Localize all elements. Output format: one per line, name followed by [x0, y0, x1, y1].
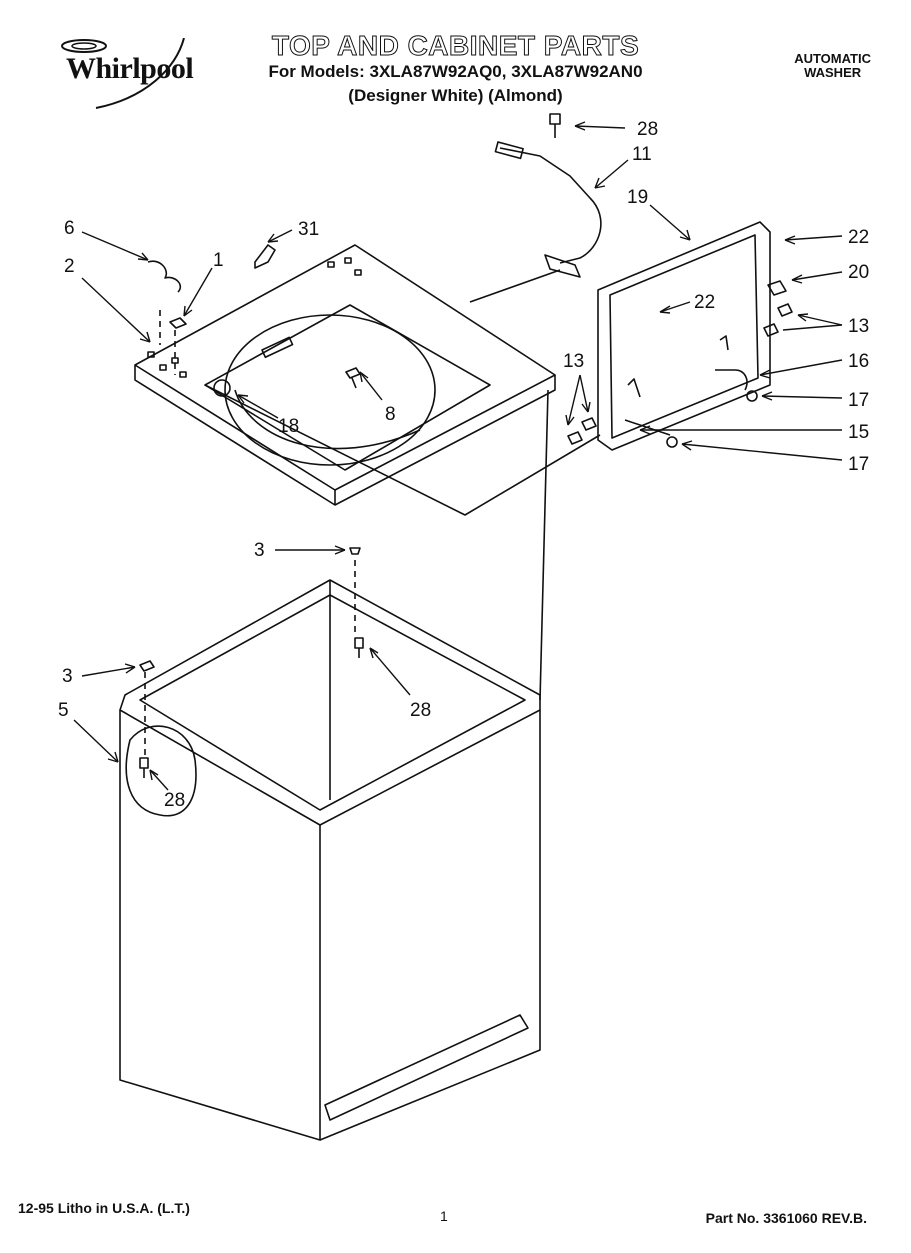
callout-11: 11 — [632, 144, 652, 165]
callout-31: 31 — [298, 219, 319, 240]
screw-part-28-back — [354, 637, 364, 658]
product-type: AUTOMATIC WASHER — [794, 52, 871, 80]
callout-22-right: 22 — [848, 227, 869, 248]
colors-line: (Designer White) (Almond) — [348, 86, 563, 105]
litho-note: 12-95 Litho in U.S.A. (L.T.) — [18, 1200, 190, 1216]
callout-28-front: 28 — [164, 790, 185, 811]
screw-part-8 — [345, 367, 361, 389]
callout-1: 1 — [213, 250, 224, 271]
console-frame-part-19 — [597, 221, 771, 451]
cabinet-top-panel — [134, 244, 556, 491]
screw-part-13-a — [777, 303, 793, 317]
callout-17-upper: 17 — [848, 390, 869, 411]
rod-part-16 — [715, 369, 748, 391]
product-type-line1: AUTOMATIC — [794, 51, 871, 66]
page-number: 1 — [440, 1208, 448, 1224]
screw-part-13-c — [567, 431, 583, 445]
brand-logo: Whirlpool — [66, 52, 194, 85]
screw-part-28-top — [549, 113, 561, 138]
part-number: Part No. 3361060 REV.B. — [705, 1210, 867, 1226]
screw-part-28-front — [139, 757, 149, 778]
callout-15: 15 — [848, 422, 869, 443]
clip-part-3-lower — [139, 660, 155, 672]
models-line: For Models: 3XLA87W92AQ0, 3XLA87W92AN0 — [268, 62, 643, 81]
bracket-part-20 — [767, 280, 787, 296]
callout-18: 18 — [278, 416, 299, 437]
clip-part-6 — [147, 260, 182, 293]
clip-part-3-upper — [349, 547, 361, 555]
whirlpool-logo-swoosh-icon — [61, 38, 185, 109]
callout-3-lower: 3 — [62, 666, 73, 687]
callout-6: 6 — [64, 218, 75, 239]
callout-22-left: 22 — [694, 292, 715, 313]
callout-5: 5 — [58, 700, 69, 721]
page-title: TOP AND CABINET PARTS — [271, 30, 640, 62]
bumper-part-18 — [213, 379, 231, 397]
toe-panel — [324, 1014, 529, 1121]
cutaway-detail — [125, 725, 197, 817]
callout-13-right: 13 — [848, 316, 869, 337]
callout-8: 8 — [385, 404, 396, 425]
cap-part-17-a — [746, 390, 758, 402]
lid-opening — [224, 314, 436, 466]
screw-part-13-d — [581, 417, 597, 431]
callout-2: 2 — [64, 256, 75, 277]
callout-28-top: 28 — [637, 119, 658, 140]
callout-3-upper: 3 — [254, 540, 265, 561]
callout-17-lower: 17 — [848, 454, 869, 475]
clip-part-1 — [169, 317, 187, 329]
callout-16: 16 — [848, 351, 869, 372]
wire-harness-part-11 — [499, 147, 602, 264]
callout-19: 19 — [627, 187, 648, 208]
callout-20: 20 — [848, 262, 869, 283]
callout-13-left: 13 — [563, 351, 584, 372]
screw-part-13-b — [763, 323, 779, 337]
product-type-line2: WASHER — [804, 65, 862, 80]
bracket-part-31 — [254, 244, 276, 269]
callout-28-back: 28 — [410, 700, 431, 721]
cap-part-17-b — [666, 436, 678, 448]
